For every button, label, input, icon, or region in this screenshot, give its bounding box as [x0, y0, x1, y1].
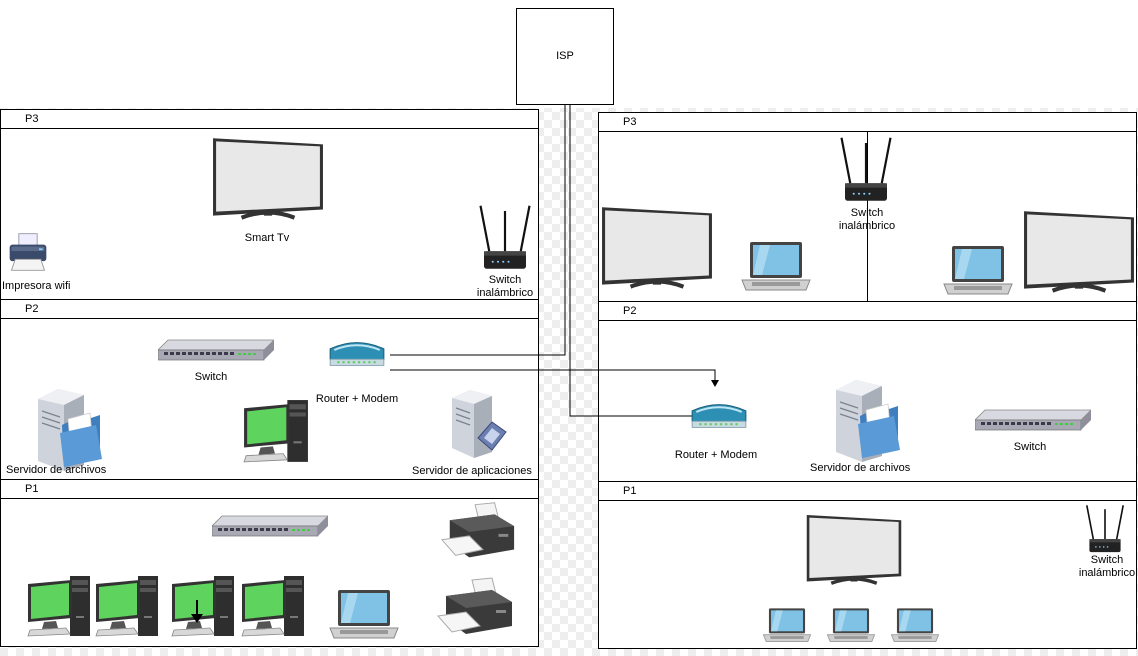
isp-node[interactable]: ISP	[516, 8, 614, 105]
wifi-printer-label: Impresora wifi	[2, 280, 71, 292]
laptop-icon[interactable]	[328, 588, 400, 640]
router-icon[interactable]	[326, 336, 388, 370]
right-p2-router-label: Router + Modem	[674, 449, 758, 461]
file-server-icon[interactable]	[34, 385, 104, 471]
left-floor-p2-header: P2	[1, 300, 538, 319]
left-p2-file-server-label: Servidor de archivos	[6, 464, 107, 476]
left-floor-p3-header: P3	[1, 110, 538, 129]
app-server-icon[interactable]	[448, 388, 508, 458]
right-floor-p2-header: P2	[599, 302, 1136, 321]
right-floor-p3-header: P3	[599, 113, 1136, 132]
workstation-icon[interactable]	[94, 576, 160, 638]
left-floor-p1-header: P1	[1, 480, 538, 499]
right-p1-wireless-switch-label: Switch inalámbrico	[1078, 554, 1136, 579]
smart-tv-icon[interactable]	[600, 202, 714, 294]
printer-icon[interactable]	[6, 230, 50, 274]
laptop-icon[interactable]	[762, 606, 812, 644]
file-server-icon[interactable]	[832, 376, 902, 462]
laptop-icon[interactable]	[890, 606, 940, 644]
left-floor-p2-title: P2	[25, 303, 39, 315]
left-floor-p1-title: P1	[25, 483, 39, 495]
right-p2-switch-label: Switch	[1013, 441, 1047, 453]
left-p2-router-label: Router + Modem	[315, 393, 399, 405]
switch-icon[interactable]	[158, 338, 274, 362]
printer-icon[interactable]	[440, 500, 518, 562]
app-server-label: Servidor de aplicaciones	[412, 465, 532, 477]
right-floor-p1-header: P1	[599, 482, 1136, 501]
wireless-switch-icon[interactable]	[1084, 504, 1126, 556]
switch-icon[interactable]	[975, 408, 1091, 432]
left-p3-wireless-switch-label: Switch inalámbrico	[476, 274, 534, 299]
right-p3-wireless-switch-label: Switch inalámbrico	[838, 207, 896, 232]
wireless-switch-icon[interactable]	[835, 136, 897, 206]
laptop-icon[interactable]	[942, 244, 1014, 296]
workstation-icon[interactable]	[242, 400, 310, 464]
smart-tv-icon[interactable]	[1022, 206, 1136, 298]
right-floor-p2-title: P2	[623, 305, 637, 317]
switch-icon[interactable]	[212, 514, 328, 538]
arrow-down-icon	[191, 600, 203, 623]
smart-tv-icon[interactable]	[211, 136, 325, 222]
right-p3-divider	[867, 132, 868, 302]
right-p2-file-server-label: Servidor de archivos	[810, 462, 911, 474]
isp-label: ISP	[556, 50, 574, 62]
printer-icon[interactable]	[436, 576, 516, 638]
laptop-icon[interactable]	[740, 240, 812, 292]
smart-tv-icon[interactable]	[805, 512, 903, 588]
left-floor-p3-title: P3	[25, 113, 39, 125]
wireless-switch-icon[interactable]	[474, 204, 536, 274]
smart-tv-label: Smart Tv	[244, 232, 290, 244]
workstation-icon[interactable]	[26, 576, 92, 638]
right-floor-p1-title: P1	[623, 485, 637, 497]
right-floor-p3-title: P3	[623, 116, 637, 128]
workstation-icon[interactable]	[240, 576, 306, 638]
left-p2-switch-label: Switch	[194, 371, 228, 383]
router-icon[interactable]	[688, 398, 750, 432]
laptop-icon[interactable]	[826, 606, 876, 644]
